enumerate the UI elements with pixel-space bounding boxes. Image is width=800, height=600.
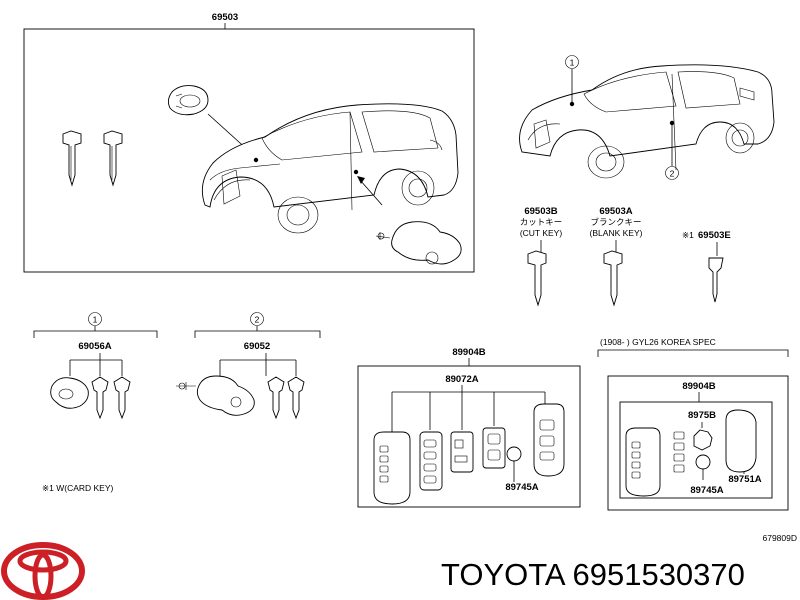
label-8975B: 8975B	[688, 410, 716, 421]
ignition-lock-assembly	[196, 375, 255, 416]
steering-lock-part	[375, 221, 462, 265]
key-fob-case	[373, 431, 411, 505]
korea-spec-inner-box	[619, 401, 773, 499]
label-69503A-en: (BLANK KEY)	[590, 228, 643, 238]
callout-2-label: 2	[255, 315, 260, 325]
label-89904B: 89904B	[452, 347, 485, 358]
toyota-logo-icon	[1, 542, 85, 600]
suv-illustration-right	[519, 64, 775, 179]
key-69052-2	[287, 376, 305, 420]
key-69052-1	[267, 376, 285, 420]
korea-key-fob-outer	[725, 409, 757, 473]
battery-89745A	[506, 446, 522, 462]
callout-1-label: 1	[93, 315, 98, 325]
key-fob-button-pad	[419, 431, 443, 491]
assembly-69503-group: 69503	[23, 12, 475, 273]
emergency-key-part	[708, 257, 724, 303]
smart-key-box-89904B	[357, 365, 581, 508]
suv-illustration-left	[201, 103, 459, 234]
label-69052: 69052	[244, 341, 270, 352]
korea-spec-label: (1908- ) GYL26 KOREA SPEC	[600, 337, 716, 347]
diagram-code: 679809D	[762, 533, 797, 543]
cut-key-part	[527, 250, 547, 307]
lock-cylinder-part	[167, 85, 209, 116]
korea-battery	[695, 454, 711, 470]
key-69503E-group: ※1 69503E	[682, 230, 731, 303]
key-69056A-1	[91, 376, 109, 420]
key-fob-outer	[533, 403, 565, 477]
blade-key-left	[62, 130, 82, 187]
korea-key-board	[693, 429, 713, 451]
korea-spec-group: (1908- ) GYL26 KOREA SPEC 89904B 8975B 8…	[597, 337, 789, 511]
label-69503B-en: (CUT KEY)	[520, 228, 563, 238]
label-69503E-note: ※1	[682, 230, 694, 240]
label-69503E: 69503E	[698, 230, 731, 241]
korea-spec-outer-box	[607, 375, 789, 511]
callout-2-top-label: 2	[670, 169, 675, 179]
smart-key-89904B-group: 89904B 89072A 89745A	[357, 347, 581, 508]
label-korea-89745A: 89745A	[690, 485, 723, 496]
key-69056A-2	[113, 376, 131, 420]
label-69503A-jp: ブランクキー	[590, 217, 641, 228]
group-2-69052: 2 69052	[176, 312, 321, 420]
blank-key-part	[603, 250, 623, 307]
label-69503: 69503	[212, 12, 238, 23]
label-89745A: 89745A	[505, 482, 538, 493]
key-69503B-group: 69503B カットキー (CUT KEY)	[520, 206, 563, 307]
group-1-69056A: 1 69056A	[33, 312, 158, 420]
assembly-box-69503	[23, 28, 475, 273]
key-69503A-group: 69503A ブランクキー (BLANK KEY)	[590, 206, 643, 307]
callout-circle-2-top	[665, 166, 679, 180]
card-key-note: ※1 W(CARD KEY)	[42, 483, 114, 493]
korea-key-fob-case	[625, 427, 661, 497]
label-69503B-jp: カットキー	[520, 218, 563, 228]
label-89072A: 89072A	[445, 374, 478, 385]
label-69503A: 69503A	[599, 206, 632, 217]
label-69056A: 69056A	[78, 341, 111, 352]
label-korea-89904B: 89904B	[682, 381, 715, 392]
key-fob-inner-cover	[482, 427, 506, 469]
label-69503B: 69503B	[524, 206, 557, 217]
callout-circle-1-top	[565, 55, 579, 69]
callout-1-top-label: 1	[570, 58, 575, 68]
blade-key-right	[103, 130, 123, 187]
footer-brand-text: TOYOTA 6951530370	[441, 557, 745, 592]
door-lock-cylinder	[50, 377, 89, 409]
key-fob-circuit-board	[450, 431, 474, 473]
label-89751A: 89751A	[728, 474, 761, 485]
